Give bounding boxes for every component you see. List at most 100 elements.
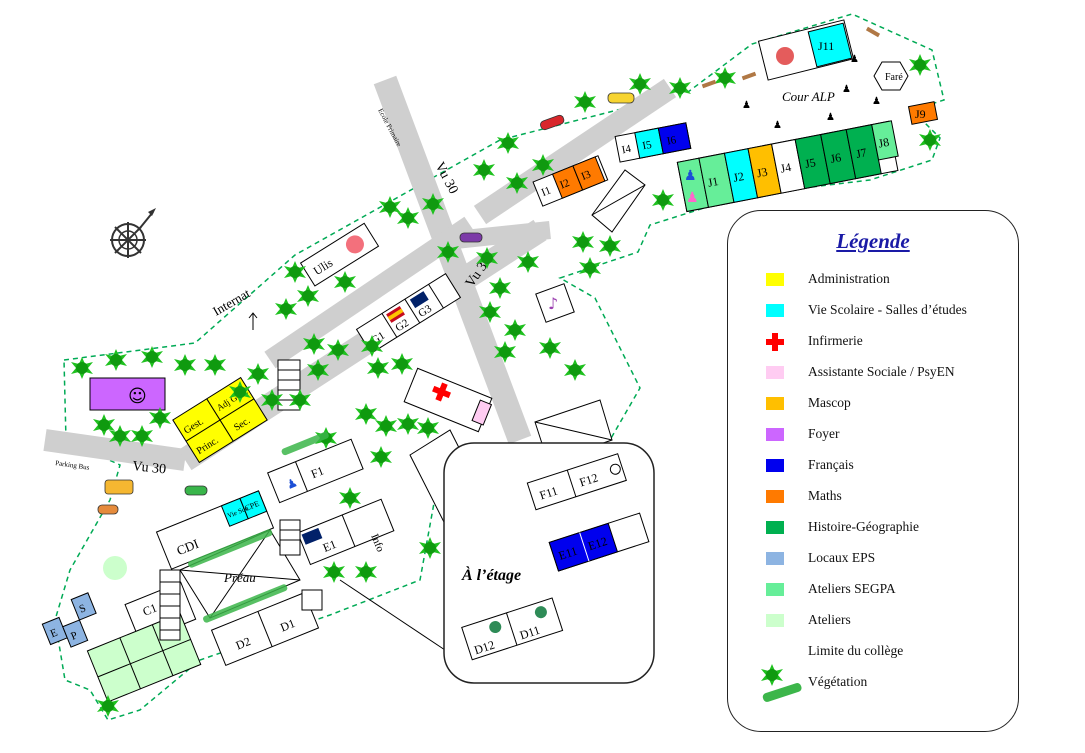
boundary-swatch xyxy=(766,645,784,658)
legend-swatch xyxy=(766,273,784,286)
hedge-rows xyxy=(188,431,329,623)
label-preau: Préau xyxy=(223,570,256,585)
eps-building: E P S xyxy=(41,592,97,648)
eps-p: P xyxy=(69,629,79,642)
label-cour-alp: Cour ALP xyxy=(782,89,835,104)
vehicle-icons xyxy=(97,92,635,515)
music-room: ♪ xyxy=(535,283,575,323)
j11-building: J11 xyxy=(757,19,855,81)
legend-item: Locaux EPS xyxy=(728,548,1018,570)
i456-building: I4 I5 I6 xyxy=(614,122,692,163)
room-f11: F11 xyxy=(538,484,560,503)
svg-text:♟: ♟ xyxy=(826,112,835,123)
legend-item: Histoire-Géographie xyxy=(728,517,1018,539)
legend-item: Assistante Sociale / PsyEN xyxy=(728,362,1018,384)
room-i2: I2 xyxy=(558,177,571,192)
eps-s: S xyxy=(78,602,88,615)
legend-item: Mascop xyxy=(728,393,1018,415)
label-a-l-etage: À l’étage xyxy=(461,565,521,584)
legend-swatch xyxy=(766,397,784,410)
room-e1: E1 xyxy=(321,537,339,555)
label-fare: Faré xyxy=(885,72,903,83)
legend-label: Vie Scolaire - Salles d’études xyxy=(808,302,967,317)
bench-icons xyxy=(701,26,881,89)
room-i1: I1 xyxy=(540,184,553,199)
legend-label: Assistante Sociale / PsyEN xyxy=(808,364,955,379)
legend-label: Locaux EPS xyxy=(808,550,876,565)
stairs-d xyxy=(159,519,323,641)
cross-icon xyxy=(766,333,784,351)
room-j11: J11 xyxy=(818,39,834,53)
i123-building: I1 I2 I3 xyxy=(532,155,609,207)
room-j1: J1 xyxy=(706,174,719,190)
road-label-parking-bus: Parking Bus xyxy=(55,459,90,472)
infirmerie-building xyxy=(403,367,493,433)
room-j6: J6 xyxy=(829,150,842,166)
ulis-logo-icon xyxy=(345,235,364,254)
legend-label: Foyer xyxy=(808,426,840,441)
storage-building xyxy=(591,169,646,233)
toilets-icon-pink: ♟ xyxy=(686,190,699,206)
svg-text:♟: ♟ xyxy=(742,100,751,111)
legend-item: Ateliers SEGPA xyxy=(728,579,1018,601)
legend-label: Mascop xyxy=(808,395,851,410)
legend-label: Limite du collège xyxy=(808,643,904,658)
legend-label: Ateliers SEGPA xyxy=(808,581,896,596)
internat-arrow-icon xyxy=(248,312,258,330)
room-f1: F1 xyxy=(309,463,326,481)
roads xyxy=(43,75,677,471)
legend-label: Infirmerie xyxy=(808,333,863,348)
room-d1: D1 xyxy=(278,616,297,634)
legend-swatch xyxy=(766,552,784,565)
legend-swatch xyxy=(766,366,784,379)
room-i4: I4 xyxy=(621,143,633,157)
legend-item: Végétation xyxy=(728,664,1018,702)
g-building: G1 G2 G3 xyxy=(355,273,462,354)
fare-building: Faré xyxy=(873,61,909,91)
room-f12: F12 xyxy=(578,470,600,489)
room-j2: J2 xyxy=(732,169,745,185)
eps-e: E xyxy=(49,627,60,641)
legend-swatch xyxy=(766,304,784,317)
compass-icon xyxy=(110,208,156,258)
room-info: Info xyxy=(368,532,386,554)
room-d2: D2 xyxy=(234,634,253,652)
legend-label: Administration xyxy=(808,271,890,286)
svg-text:♟: ♟ xyxy=(842,84,851,95)
legend-item: Maths xyxy=(728,486,1018,508)
svg-text:♟: ♟ xyxy=(773,120,782,131)
legend-label: Végétation xyxy=(808,674,868,689)
music-note-icon: ♪ xyxy=(548,294,558,313)
foyer-building: ☺ xyxy=(89,377,166,411)
legend-swatch xyxy=(766,428,784,441)
room-j7: J7 xyxy=(855,145,868,161)
room-e12: E12 xyxy=(586,534,609,553)
tree-icon xyxy=(761,664,802,702)
legend-swatch xyxy=(766,521,784,534)
legend-item: Ateliers xyxy=(728,610,1018,632)
workshop-logo-icon xyxy=(776,47,794,65)
room-d12: D12 xyxy=(472,638,496,658)
e1-info-building: E1 Info xyxy=(297,498,395,566)
person-icon: ♟ xyxy=(284,475,299,492)
road-label-vu30-south: Vu 30 xyxy=(132,459,167,477)
j9-building: J9 xyxy=(907,101,939,125)
sports-ground xyxy=(103,556,127,580)
legend-item: Français xyxy=(728,455,1018,477)
room-i5: I5 xyxy=(641,139,653,153)
legend-label: Histoire-Géographie xyxy=(808,519,919,534)
room-c1: C1 xyxy=(141,601,159,619)
room-d11: D11 xyxy=(518,623,542,643)
room-j8: J8 xyxy=(877,135,890,151)
person-icons: ♟♟♟ ♟♟♟ xyxy=(742,54,881,131)
legend-swatch xyxy=(766,490,784,503)
legend-label: Ateliers xyxy=(808,612,851,627)
room-e11: E11 xyxy=(557,544,579,563)
label-internat: Internat xyxy=(210,285,253,318)
legend-label: Français xyxy=(808,457,854,472)
legend-item: Infirmerie xyxy=(728,331,1018,353)
legend-label: Maths xyxy=(808,488,842,503)
f1-building: F1 ♟ xyxy=(267,438,364,504)
